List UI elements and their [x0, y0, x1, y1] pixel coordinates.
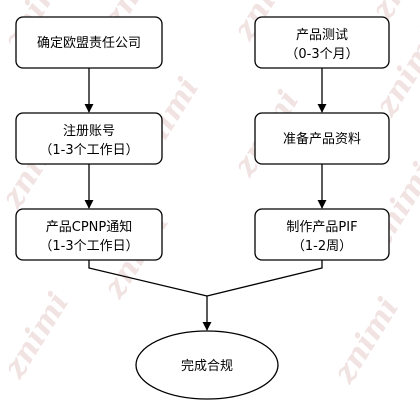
node-sublabel: （1-2周）: [292, 239, 352, 254]
node-label: 制作产品PIF: [286, 220, 357, 235]
watermark-logo: znimi: [0, 286, 76, 385]
node-label: 注册账号: [63, 124, 115, 139]
node-sublabel: （1-3个工作日）: [39, 143, 138, 158]
watermark-logo: znimi: [327, 291, 407, 390]
node-cpnp-notification: 产品CPNP通知 （1-3个工作日）: [15, 208, 163, 261]
edge-cpnp-to-merge: [88, 260, 208, 297]
node-label: 产品测试: [296, 28, 348, 43]
node-prepare-documents: 准备产品资料: [254, 112, 390, 165]
node-label: 产品CPNP通知: [46, 219, 132, 235]
node-register-account: 注册账号 （1-3个工作日）: [15, 112, 163, 165]
node-confirm-eu-representative: 确定欧盟责任公司: [15, 16, 163, 69]
node-product-testing: 产品测试 （0-3个月）: [254, 16, 390, 69]
node-sublabel: （1-3个工作日）: [39, 239, 138, 254]
node-label: 准备产品资料: [283, 131, 361, 147]
node-make-pif: 制作产品PIF （1-2周）: [254, 208, 390, 261]
edge-pif-to-merge: [206, 260, 323, 297]
node-label: 确定欧盟责任公司: [37, 36, 141, 51]
node-compliance-complete: 完成合规: [135, 330, 279, 400]
node-label: 完成合规: [181, 359, 233, 374]
node-sublabel: （0-3个月）: [285, 47, 358, 62]
